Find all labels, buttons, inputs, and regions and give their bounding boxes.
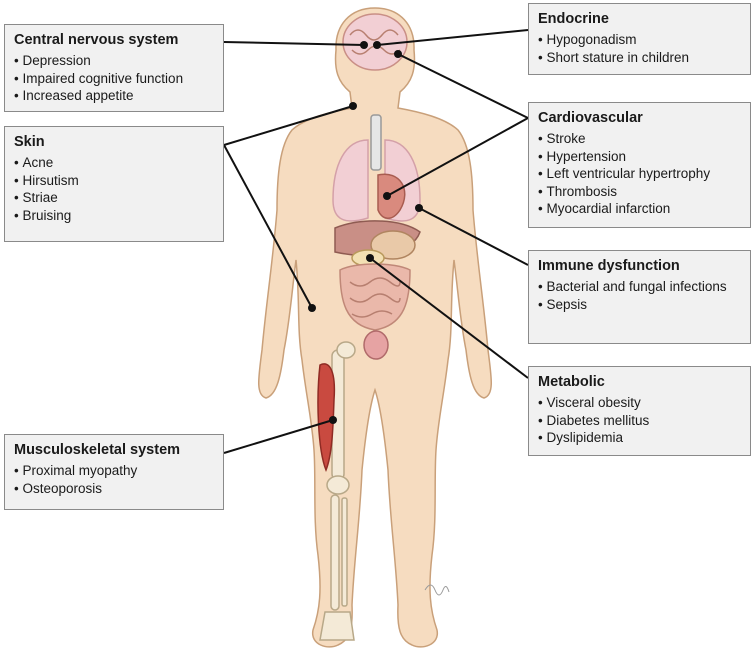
list-item: Thrombosis	[538, 183, 742, 201]
box-metabolic: Metabolic Visceral obesity Diabetes mell…	[528, 366, 751, 456]
list-item: Increased appetite	[14, 87, 215, 105]
connector-endocrine-1	[376, 29, 529, 46]
connector-dot-skin-2	[308, 304, 316, 312]
knee-bone	[326, 475, 350, 495]
box-immune-dysfunction: Immune dysfunction Bacterial and fungal …	[528, 250, 751, 344]
connector-dot-skin-1	[349, 102, 357, 110]
intestine-loops	[349, 277, 401, 318]
trachea	[370, 114, 382, 171]
box-title: Central nervous system	[14, 32, 179, 48]
connector-endocrine-2	[397, 53, 529, 119]
connector-cardio-1	[386, 117, 529, 197]
list-item: Striae	[14, 189, 215, 207]
box-list: Depression Impaired cognitive function I…	[14, 52, 215, 105]
bladder	[363, 330, 389, 360]
thigh-muscle	[317, 363, 336, 473]
box-list: Hypogonadism Short stature in children	[538, 31, 742, 66]
box-list: Proximal myopathy Osteoporosis	[14, 462, 215, 497]
box-central-nervous-system: Central nervous system Depression Impair…	[4, 24, 224, 112]
femur-head	[336, 341, 356, 359]
list-item: Diabetes mellitus	[538, 412, 742, 430]
list-item: Bruising	[14, 207, 215, 225]
list-item: Short stature in children	[538, 49, 742, 67]
list-item: Hirsutism	[14, 172, 215, 190]
connector-dot-endocrine	[394, 50, 402, 58]
stomach	[370, 230, 416, 260]
list-item: Hypogonadism	[538, 31, 742, 49]
connector-dot-metabolic	[366, 254, 374, 262]
heart	[377, 173, 406, 219]
connector-skin-2	[223, 144, 313, 309]
box-title: Endocrine	[538, 11, 609, 27]
connector-musculoskeletal	[223, 419, 334, 454]
connector-lines	[223, 29, 529, 454]
connector-dot-immune	[415, 204, 423, 212]
box-musculoskeletal-system: Musculoskeletal system Proximal myopathy…	[4, 434, 224, 510]
box-title: Metabolic	[538, 374, 605, 390]
box-list: Bacterial and fungal infections Sepsis	[538, 278, 742, 313]
box-list: Stroke Hypertension Left ventricular hyp…	[538, 130, 742, 218]
connector-skin-1	[223, 105, 354, 146]
box-title: Skin	[14, 134, 45, 150]
list-item: Osteoporosis	[14, 480, 215, 498]
box-endocrine: Endocrine Hypogonadism Short stature in …	[528, 3, 751, 75]
list-item: Visceral obesity	[538, 394, 742, 412]
list-item: Dyslipidemia	[538, 429, 742, 447]
connector-dot-musculoskeletal	[329, 416, 337, 424]
box-cardiovascular: Cardiovascular Stroke Hypertension Left …	[528, 102, 751, 228]
list-item: Sepsis	[538, 296, 742, 314]
list-item: Hypertension	[538, 148, 742, 166]
box-list: Visceral obesity Diabetes mellitus Dysli…	[538, 394, 742, 447]
box-title: Cardiovascular	[538, 110, 643, 126]
list-item: Impaired cognitive function	[14, 70, 215, 88]
list-item: Depression	[14, 52, 215, 70]
list-item: Acne	[14, 154, 215, 172]
foot-bones	[319, 611, 355, 641]
connector-dot-cns-1	[360, 41, 368, 49]
list-item: Proximal myopathy	[14, 462, 215, 480]
list-item: Myocardial infarction	[538, 200, 742, 218]
box-title: Musculoskeletal system	[14, 442, 181, 458]
box-title: Immune dysfunction	[538, 258, 680, 274]
connector-metabolic	[369, 257, 529, 379]
signature-mark	[424, 584, 450, 596]
fibula-bone	[341, 497, 348, 607]
list-item: Stroke	[538, 130, 742, 148]
connector-cns	[223, 41, 365, 46]
box-list: Acne Hirsutism Striae Bruising	[14, 154, 215, 224]
connector-immune	[418, 207, 529, 266]
list-item: Bacterial and fungal infections	[538, 278, 742, 296]
human-body	[258, 7, 492, 648]
tibia-bone	[330, 494, 340, 611]
left-lung	[332, 139, 369, 222]
connector-dot-cardio-1	[383, 192, 391, 200]
list-item: Left ventricular hypertrophy	[538, 165, 742, 183]
box-skin: Skin Acne Hirsutism Striae Bruising	[4, 126, 224, 242]
